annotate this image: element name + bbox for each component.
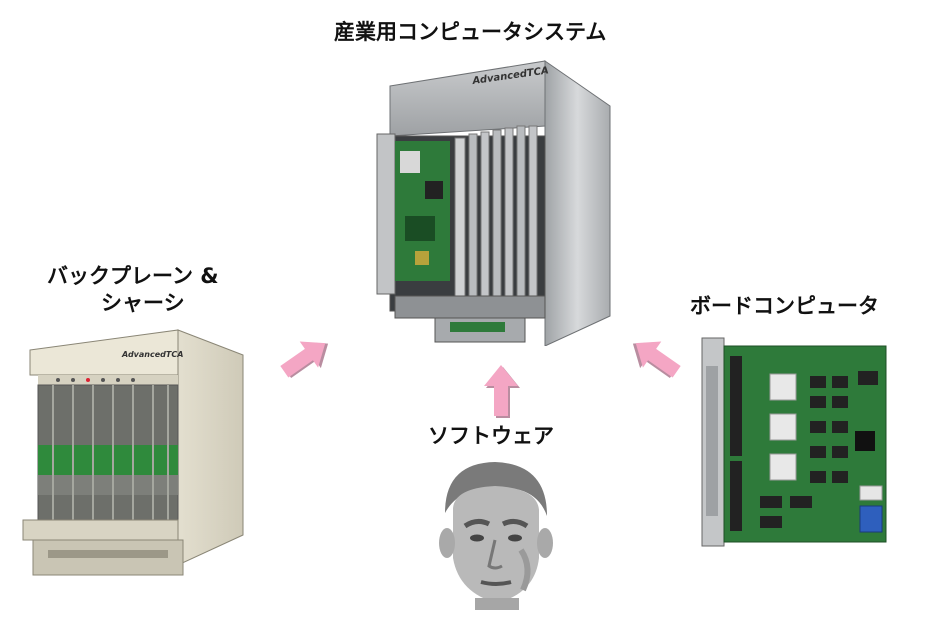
left-title-line2: シャーシ bbox=[101, 291, 185, 315]
left-chassis-logo: AdvancedTCA bbox=[121, 350, 183, 359]
arrow-left-to-center bbox=[280, 341, 329, 378]
left-title-line1: バックプレーン & bbox=[47, 264, 219, 288]
board-computer-image bbox=[701, 337, 887, 547]
industrial-computer-image: AdvancedTCA bbox=[376, 60, 611, 346]
backplane-chassis-image: AdvancedTCA bbox=[22, 329, 244, 576]
center-title: 産業用コンピュータシステム bbox=[334, 20, 607, 44]
right-title: ボードコンピュータ bbox=[690, 294, 879, 318]
arrow-right-to-center bbox=[632, 341, 681, 378]
arrow-bottom-to-center bbox=[484, 365, 520, 418]
bottom-title: ソフトウェア bbox=[428, 424, 554, 448]
software-person-image bbox=[439, 462, 553, 610]
